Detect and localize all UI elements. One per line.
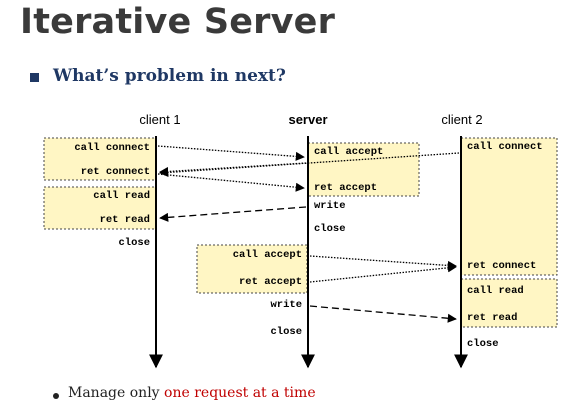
label-c2-call-connect: call connect [467,141,543,153]
label-s-ret-accept-1: ret accept [314,182,377,194]
label-c1-call-connect: call connect [74,142,150,154]
square-bullet-icon [30,73,39,82]
client2-header: client 2 [441,112,482,127]
server-accept-box-1 [307,142,420,197]
label-c2-ret-connect: ret connect [467,260,536,272]
client2-connect-arrow [159,152,460,177]
accept-return-arrow-1 [157,173,305,192]
footer-prefix: Manage only [68,385,165,401]
label-c2-close: close [467,338,499,350]
client2-connect-box [460,137,558,276]
label-c2-ret-read: ret read [467,312,517,324]
round-bullet-icon [53,393,59,399]
label-c1-close: close [118,237,150,249]
slide-title: Iterative Server [20,2,336,42]
accept-return-arrow-2 [309,263,457,283]
server-header: server [288,112,327,127]
client1-header: client 1 [139,112,180,127]
footer-highlight: one request at a time [164,385,316,401]
client1-read-box [43,186,157,230]
label-s-ret-accept-2: ret accept [239,276,302,288]
write-arrow-2 [309,305,457,323]
question-text: What’s problem in next? [53,66,286,86]
connect-ack-arrow-2 [309,255,457,270]
label-c1-ret-connect: ret connect [81,166,150,178]
write-arrow-1 [159,206,307,222]
client2-read-box [460,278,558,328]
connect-request-arrow-1 [157,145,305,161]
label-s-close-2: close [270,326,302,338]
client1-connect-box [43,137,157,181]
label-s-write-2: write [270,299,302,311]
label-s-close-1: close [314,223,346,235]
footer-note: Manage only one request at a time [68,385,316,401]
label-c1-ret-read: ret read [100,214,150,226]
label-s-call-accept-1: call accept [314,146,383,158]
label-c1-call-read: call read [93,190,150,202]
label-c2-call-read: call read [467,285,524,297]
label-s-call-accept-2: call accept [233,249,302,261]
label-s-write-1: write [314,200,346,212]
